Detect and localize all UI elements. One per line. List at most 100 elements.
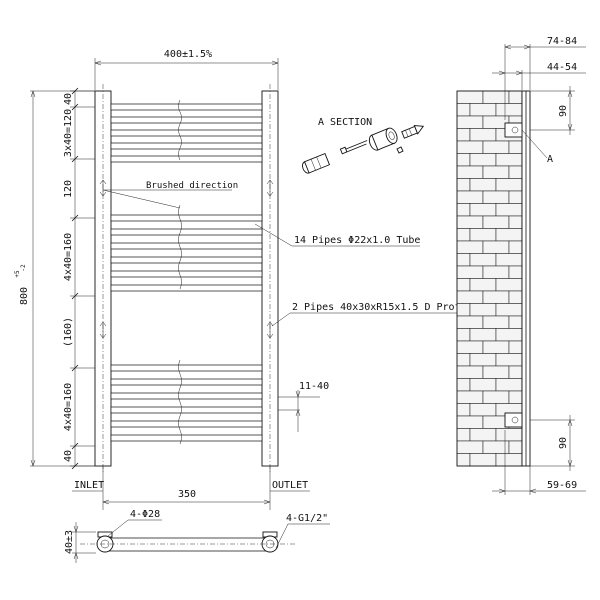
brick xyxy=(508,340,523,354)
gap-dimension: 11-40 xyxy=(278,381,329,432)
bracket-cup xyxy=(368,127,398,151)
anchor-plug xyxy=(302,152,331,174)
dim-bottom-40: 40 xyxy=(63,450,74,462)
brick xyxy=(482,215,510,229)
brick xyxy=(508,165,523,179)
brick xyxy=(495,178,523,192)
brick xyxy=(482,190,510,204)
crossbar xyxy=(110,284,263,292)
brick xyxy=(456,253,471,267)
brick xyxy=(508,90,523,104)
brick xyxy=(456,328,471,342)
inlet-outlet-labels: INLET OUTLET 350 xyxy=(72,466,310,510)
brick xyxy=(482,315,510,329)
crossbar xyxy=(110,214,263,222)
dim-top-90: 90 xyxy=(558,105,569,117)
brick xyxy=(456,265,484,279)
brick xyxy=(456,353,471,367)
screw xyxy=(339,140,368,155)
dim-3x40: 3x40=120 xyxy=(63,109,74,157)
bar-group-top xyxy=(110,103,263,163)
brick xyxy=(456,365,484,379)
brick xyxy=(495,228,523,242)
brick xyxy=(456,90,484,104)
section-a: A SECTION xyxy=(302,117,425,174)
profile-label: 2 Pipes 40x30xR15x1.5 D Profile xyxy=(292,302,479,313)
top-bracket xyxy=(504,122,523,138)
brick xyxy=(456,340,484,354)
crossbar xyxy=(110,378,263,386)
inlet-label: INLET xyxy=(74,480,104,491)
brick xyxy=(456,103,471,117)
crossbar xyxy=(110,103,263,111)
dim-4x40-upper: 4x40=160 xyxy=(63,233,74,281)
bar-group-bottom xyxy=(110,364,263,442)
callout-a: A xyxy=(547,154,553,165)
brick xyxy=(469,353,497,367)
height-tol-upper: +5 xyxy=(14,270,21,278)
brick xyxy=(508,365,523,379)
brick xyxy=(456,190,484,204)
brick xyxy=(495,103,523,117)
centers-label: 350 xyxy=(178,489,196,500)
side-bottom-dimension: 59-69 xyxy=(492,430,586,495)
dim-160-ref: (160) xyxy=(63,317,74,347)
side-right-dimensions: 90 90 A xyxy=(521,86,575,471)
brick xyxy=(456,165,484,179)
brick xyxy=(482,265,510,279)
crossbar xyxy=(110,406,263,414)
grub-screw xyxy=(396,146,404,154)
brick xyxy=(456,240,484,254)
brick xyxy=(495,278,523,292)
brick xyxy=(469,328,497,342)
brick xyxy=(469,203,497,217)
tube-label: 14 Pipes Φ22x1.0 Tube xyxy=(294,235,420,246)
thread-label: 4-G1/2" xyxy=(286,513,328,524)
crossbar xyxy=(110,116,263,124)
brick xyxy=(482,240,510,254)
crossbar xyxy=(110,256,263,264)
crossbar xyxy=(110,420,263,428)
brick xyxy=(456,153,471,167)
brick xyxy=(482,340,510,354)
dim-59-69: 59-69 xyxy=(547,480,577,491)
brick xyxy=(495,428,523,442)
brick xyxy=(456,203,471,217)
brick xyxy=(456,315,484,329)
brick xyxy=(482,165,510,179)
brick xyxy=(482,140,510,154)
brick xyxy=(469,228,497,242)
brick xyxy=(456,378,471,392)
dim-top-40: 40 xyxy=(63,93,74,105)
brick xyxy=(456,303,471,317)
brick xyxy=(482,390,510,404)
brushed-label: Brushed direction xyxy=(146,181,238,191)
brick xyxy=(469,153,497,167)
crossbar xyxy=(110,392,263,400)
brick xyxy=(456,228,471,242)
height-tol-lower: -2 xyxy=(20,264,27,272)
brick xyxy=(456,115,484,129)
brick xyxy=(456,440,484,454)
brick xyxy=(469,453,497,467)
brick xyxy=(495,378,523,392)
dim-bottom-90: 90 xyxy=(558,437,569,449)
brick xyxy=(469,378,497,392)
brick xyxy=(508,440,523,454)
brick xyxy=(456,390,484,404)
side-view: 74-84 44-54 90 90 A xyxy=(456,36,586,495)
brick xyxy=(469,128,497,142)
brick xyxy=(508,140,523,154)
brick xyxy=(508,290,523,304)
brushed-marks xyxy=(178,99,182,445)
left-chain-dimension: 40 3x40=120 120 4x40=160 (160) 4x40=160 … xyxy=(63,87,95,470)
bottom-view: 4-Φ28 4-G1/2" 40±3 xyxy=(64,509,330,563)
width-label: 400±1.5% xyxy=(164,49,212,60)
depth-label: 40±3 xyxy=(64,530,75,554)
brick xyxy=(495,153,523,167)
brick xyxy=(508,240,523,254)
brick xyxy=(456,403,471,417)
brick xyxy=(456,290,484,304)
crossbar xyxy=(110,129,263,137)
